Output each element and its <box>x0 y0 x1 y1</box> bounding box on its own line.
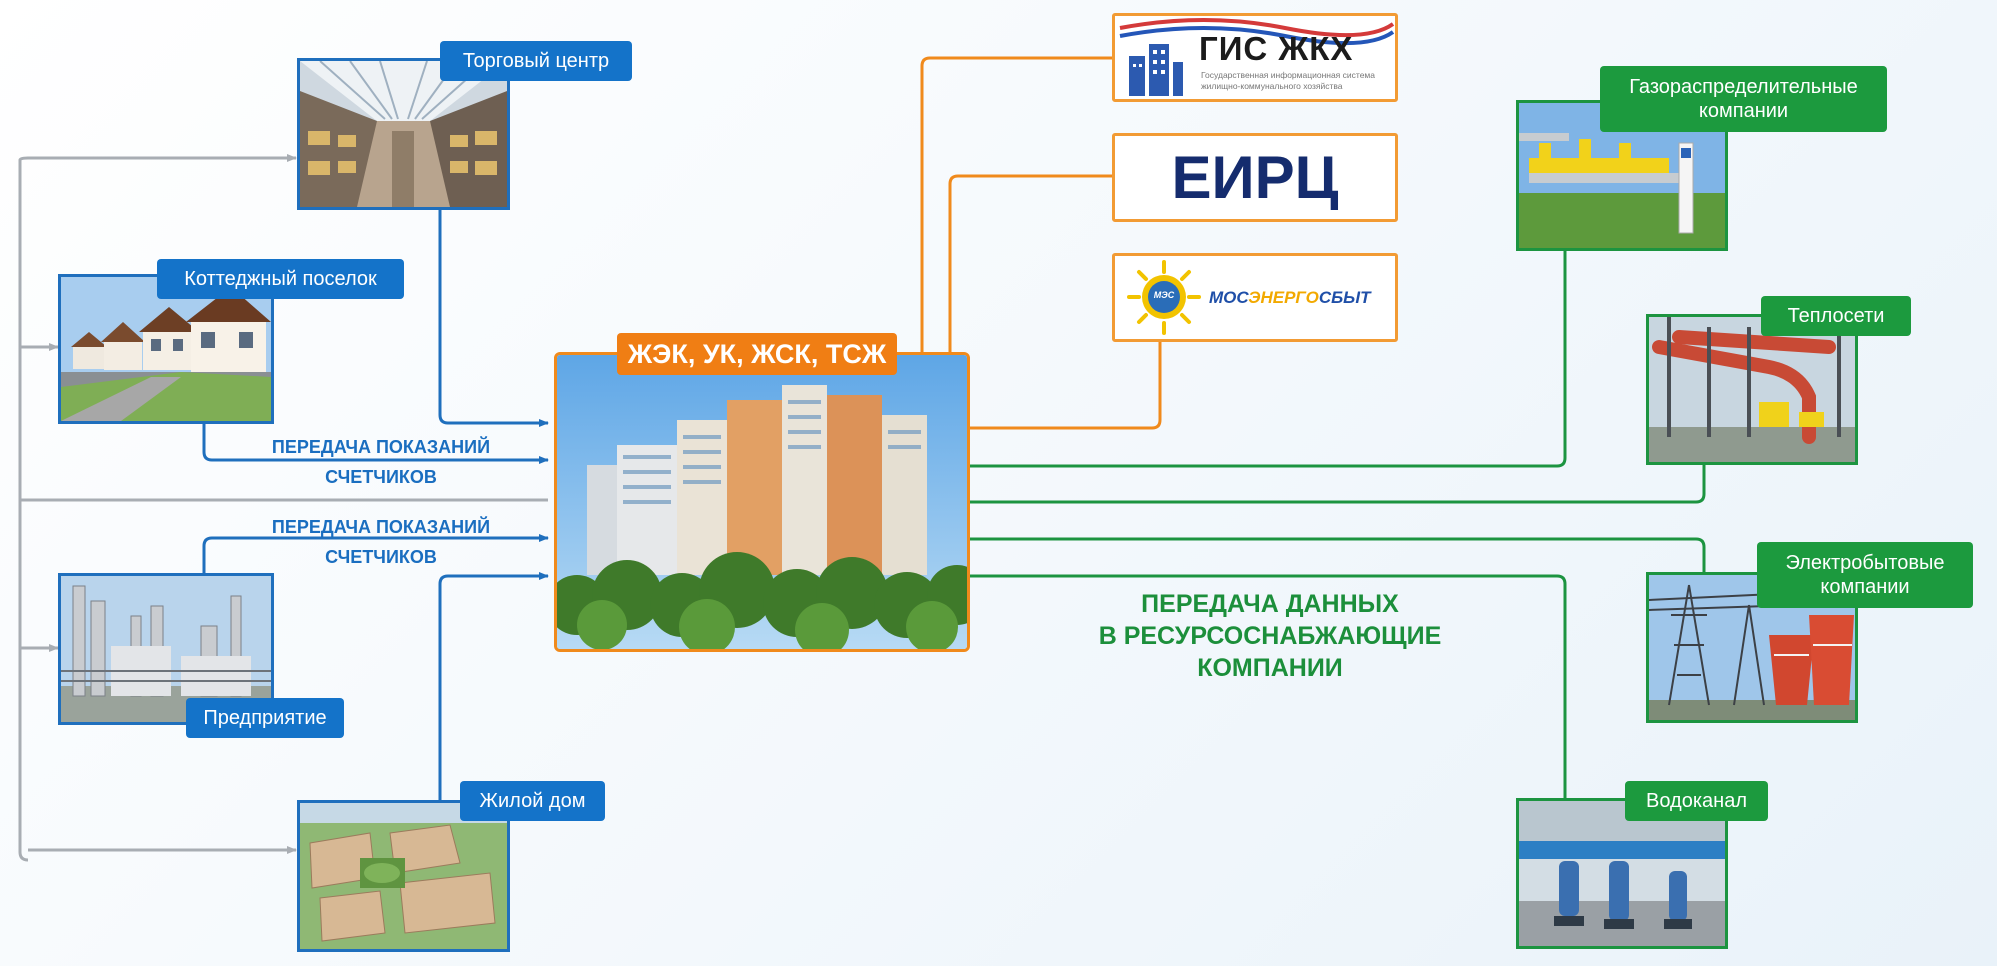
mes-title-part1: МОС <box>1209 288 1249 307</box>
mes-badge: МЭС <box>1153 290 1175 300</box>
green-line-electric <box>970 537 1706 572</box>
eirc-title: ЕИРЦ <box>1171 144 1339 211</box>
meter-transfer-lower-line2: СЧЕТЧИКОВ <box>325 547 437 567</box>
supplier-label-line3: КОМПАНИИ <box>1197 654 1343 682</box>
blue-line-cottage <box>202 420 549 464</box>
orange-line-mes <box>970 342 1162 430</box>
blue-meter-lines <box>202 210 549 800</box>
water-tag: Водоканал <box>1625 781 1768 821</box>
mes-logo-box: МЭС МОСЭНЕРГОСБЫТ <box>1112 253 1398 342</box>
apartment-towers-image <box>557 355 967 649</box>
gis-subtitle-line1: Государственная информационная система <box>1201 70 1375 80</box>
mall-tag: Торговый центр <box>440 41 632 81</box>
supplier-label-line1: ПЕРЕДАЧА ДАННЫХ <box>1141 590 1399 618</box>
mall-interior-image <box>300 61 507 207</box>
gray-branch-mall <box>18 154 297 162</box>
green-line-gas <box>970 250 1567 468</box>
cottage-tag: Коттеджный поселок <box>157 259 404 299</box>
water-photo <box>1516 798 1728 949</box>
blue-line-mall <box>438 210 549 427</box>
center-tag: ЖЭК, УК, ЖСК, ТСЖ <box>617 333 897 375</box>
residential-tag: Жилой дом <box>460 781 605 821</box>
orange-line-eirc <box>948 174 1112 352</box>
gis-logo-box: ГИС ЖКХ Государственная информационная с… <box>1112 13 1398 102</box>
orange-service-lines <box>920 56 1162 430</box>
gis-logo-graphic <box>1119 18 1395 96</box>
meter-transfer-label-lower: ПЕРЕДАЧА ПОКАЗАНИЙ СЧЕТЧИКОВ <box>256 512 506 572</box>
gray-distribution-lines <box>18 154 548 862</box>
residential-photo <box>297 800 510 952</box>
mes-title-part2: ЭНЕРГО <box>1248 288 1319 307</box>
gas-tag-line2: компании <box>1698 100 1789 122</box>
electric-tag-line2: компании <box>1820 576 1910 598</box>
gas-tag-line1: Газораспределительные <box>1629 76 1858 98</box>
mes-title-part3: СБЫТ <box>1318 288 1371 307</box>
residential-complex-image <box>300 803 507 949</box>
supplier-label-line2: В РЕСУРСОСНАБЖАЮЩИЕ <box>1098 622 1442 650</box>
green-supplier-lines <box>970 250 1706 798</box>
cottage-photo <box>58 274 274 424</box>
water-pumping-image <box>1519 801 1725 946</box>
mes-sun-icon <box>1127 260 1201 335</box>
electric-tag: Электробытовые компании <box>1757 542 1973 608</box>
heat-tag: Теплосети <box>1761 296 1911 336</box>
enterprise-tag: Предприятие <box>186 698 344 738</box>
orange-line-gis <box>920 56 1112 352</box>
gas-tag: Газораспределительные компании <box>1600 66 1887 132</box>
blue-line-residential <box>438 572 549 800</box>
blue-line-enterprise <box>202 534 549 573</box>
gray-trunk <box>18 160 29 862</box>
green-line-heat <box>970 464 1706 504</box>
mall-photo <box>297 58 510 210</box>
electric-tag-line1: Электробытовые <box>1785 552 1945 574</box>
heat-network-image <box>1649 317 1855 462</box>
cottage-village-image <box>61 277 271 421</box>
meter-transfer-upper-line2: СЧЕТЧИКОВ <box>325 467 437 487</box>
green-line-water <box>970 574 1567 798</box>
gis-subtitle-line2: жилищно-коммунального хозяйства <box>1201 81 1343 91</box>
mes-title: МОСЭНЕРГОСБЫТ <box>1209 288 1371 308</box>
heat-photo <box>1646 314 1858 465</box>
eirc-logo-box: ЕИРЦ <box>1112 133 1398 222</box>
meter-transfer-label-upper: ПЕРЕДАЧА ПОКАЗАНИЙ СЧЕТЧИКОВ <box>256 432 506 492</box>
gis-title: ГИС ЖКХ <box>1199 30 1354 67</box>
meter-transfer-lower-line1: ПЕРЕДАЧА ПОКАЗАНИЙ <box>271 517 491 537</box>
meter-transfer-upper-line1: ПЕРЕДАЧА ПОКАЗАНИЙ <box>271 437 491 457</box>
supplier-transfer-label: ПЕРЕДАЧА ДАННЫХ В РЕСУРСОСНАБЖАЮЩИЕ КОМП… <box>1050 588 1490 684</box>
center-photo <box>554 352 970 652</box>
